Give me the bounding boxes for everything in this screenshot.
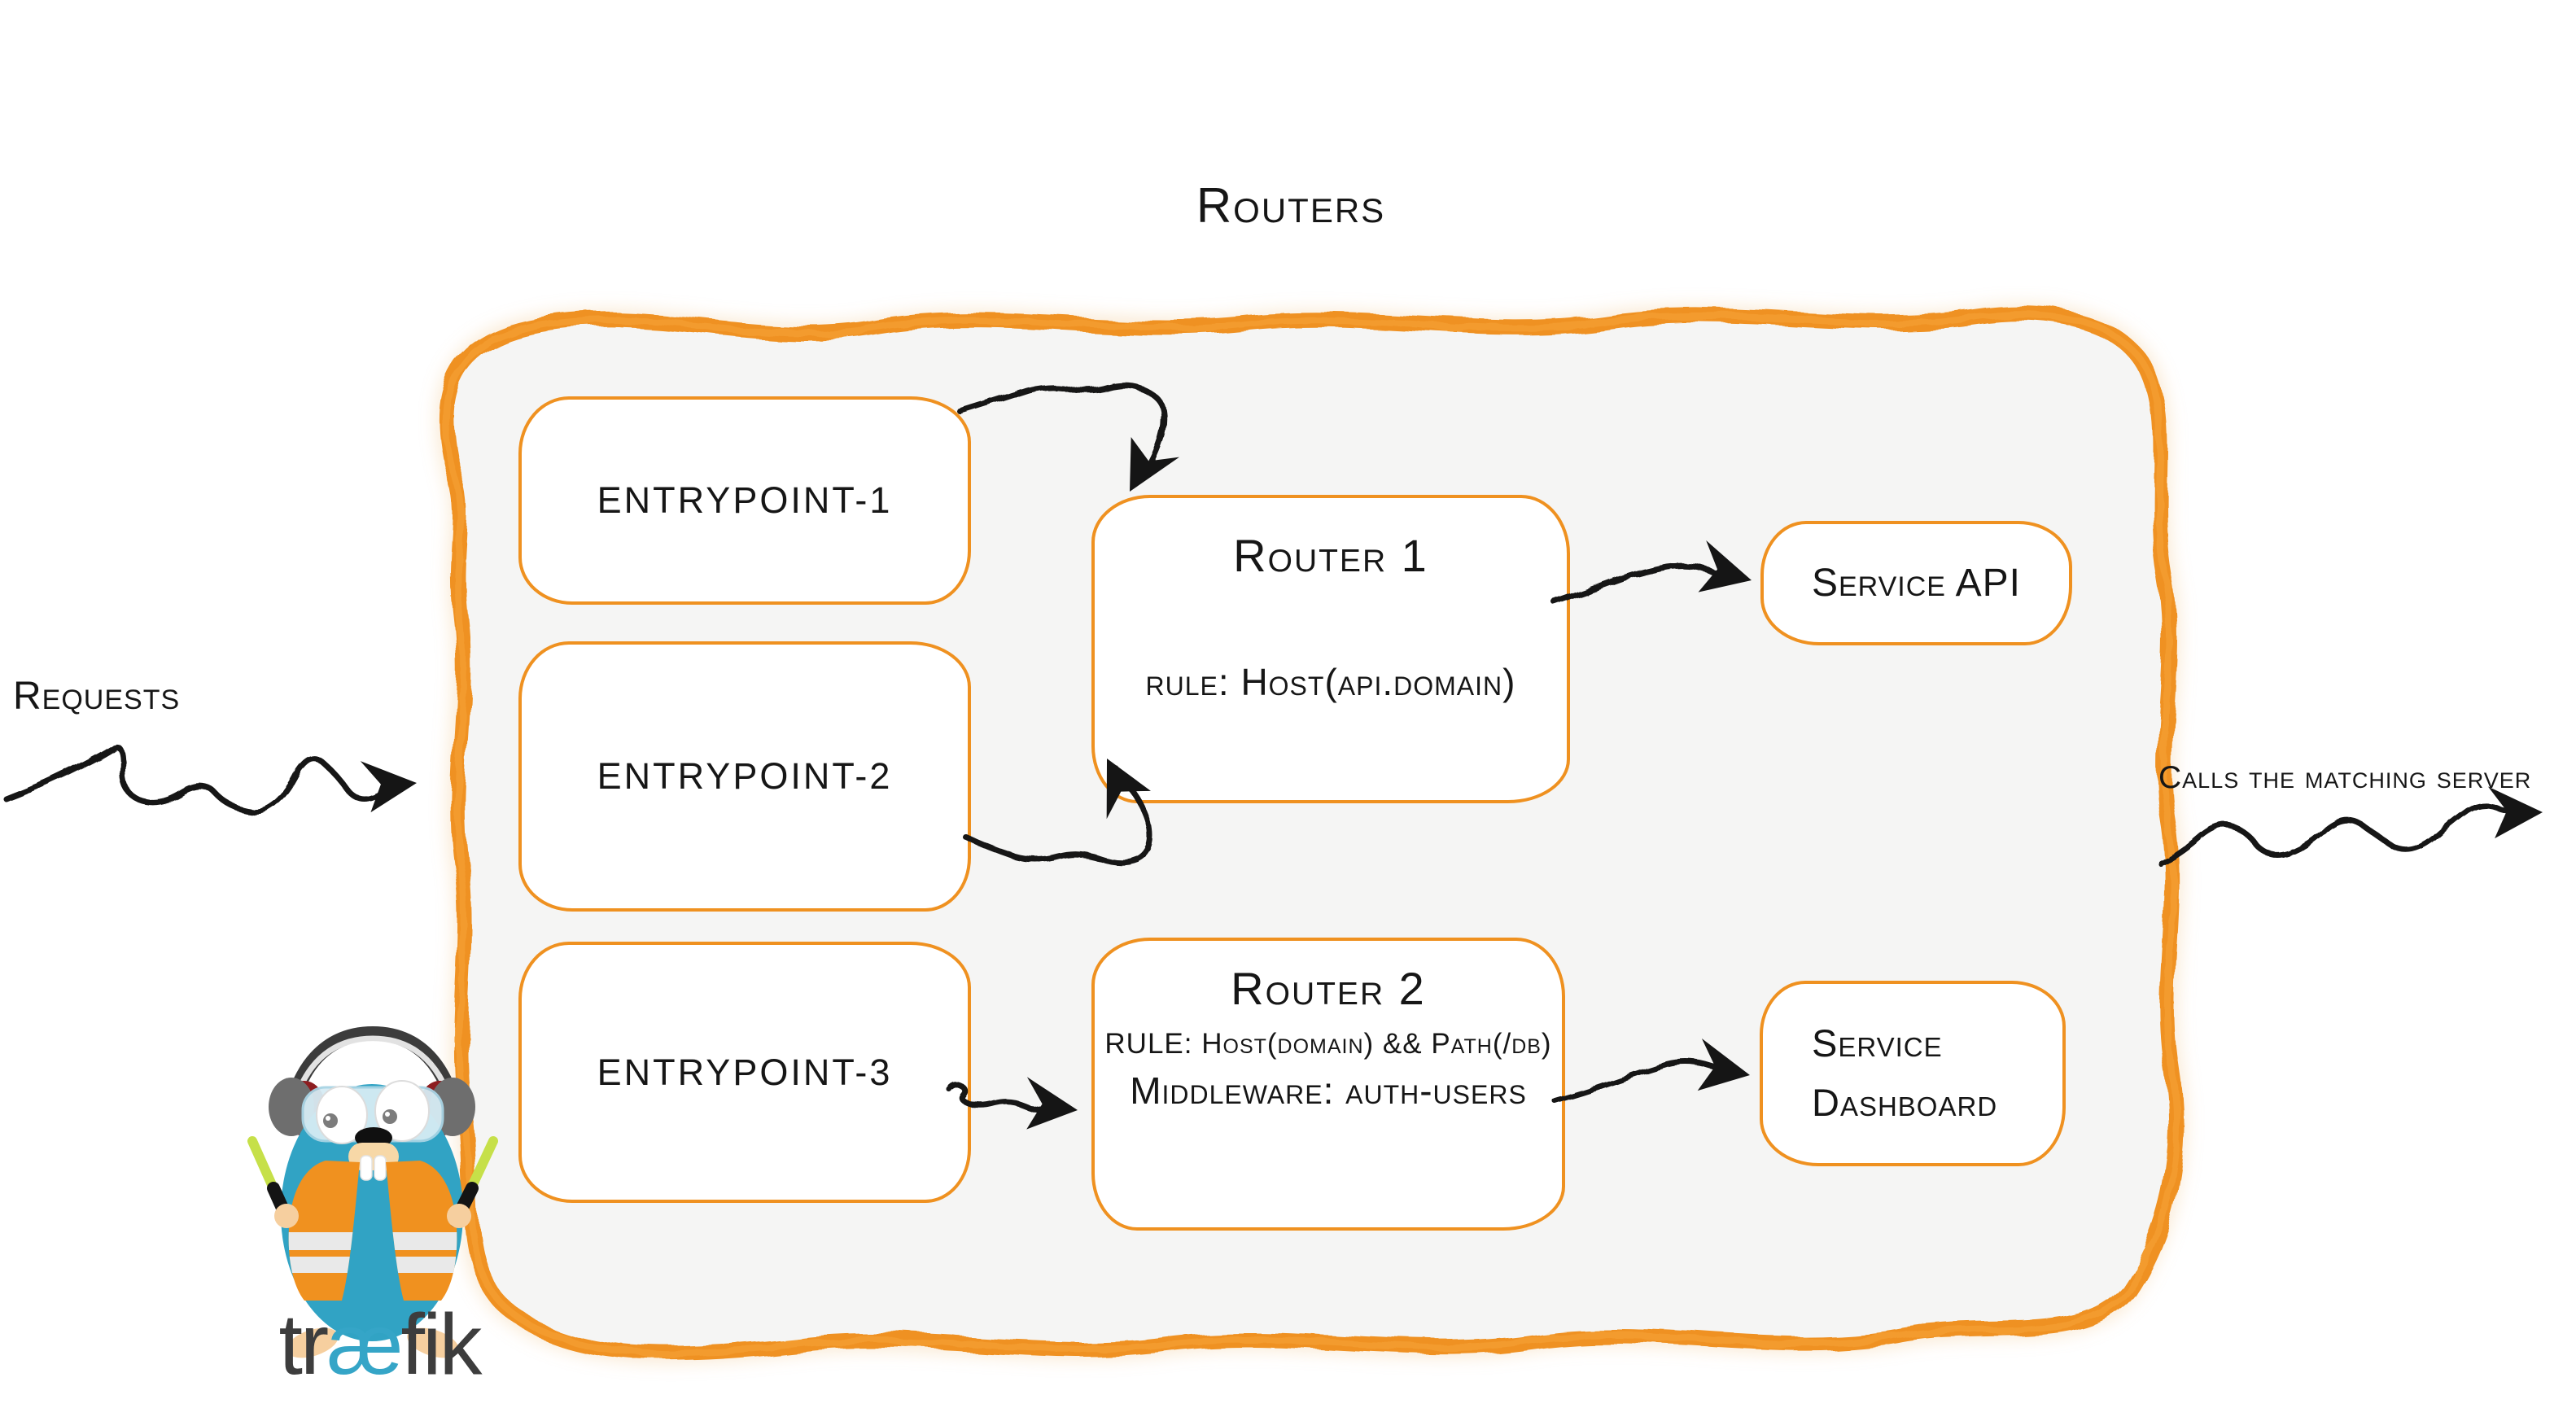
router2-to-service-dashboard-arrow [1551, 1059, 1722, 1104]
page-title: Routers [1196, 178, 1386, 233]
requests-label: Requests [13, 675, 181, 718]
arrowheads [360, 436, 2543, 1130]
traefik-gopher-mascot [247, 1025, 498, 1358]
entrypoint3-to-router2-arrow [946, 1082, 1065, 1113]
entrypoint-3-box: ENTRYPOINT-3 [518, 942, 971, 1203]
router-1-rule: rule: Host(api.domain) [1145, 661, 1516, 703]
router-1-title: Router 1 [1233, 530, 1428, 581]
router-1-box: Router 1 rule: Host(api.domain) [1091, 495, 1570, 803]
wordmark-tr: tr [278, 1296, 329, 1393]
headphones-band-icon [286, 1025, 460, 1103]
wordmark-ae: æ [326, 1296, 403, 1393]
calls-matching-server-arrow [2158, 802, 2522, 868]
entrypoint2-to-router1-arrow [962, 764, 1154, 866]
marshalling-batons [247, 1136, 498, 1228]
service-dashboard-box: Service Dashboard [1760, 981, 2066, 1166]
calls-the-matching-server-label: Calls the matching server [2158, 760, 2532, 795]
entrypoint-1-label: ENTRYPOINT-1 [597, 479, 893, 521]
requests-arrow [3, 743, 404, 815]
router1-to-service-api-arrow [1551, 562, 1722, 606]
service-api-label: Service API [1811, 562, 2022, 605]
service-dashboard-label: Service Dashboard [1812, 1021, 1998, 1124]
service-api-box: Service API [1760, 521, 2072, 645]
router-2-rule: RULE: Host(domain) && Path(/db) [1104, 1028, 1552, 1060]
router-2-box: Router 2 RULE: Host(domain) && Path(/db)… [1091, 938, 1565, 1231]
entrypoint-2-box: ENTRYPOINT-2 [518, 641, 971, 912]
entrypoint-2-label: ENTRYPOINT-2 [597, 755, 893, 797]
entrypoint-3-label: ENTRYPOINT-3 [597, 1051, 893, 1093]
wordmark-fik: fik [400, 1296, 483, 1393]
traefik-wordmark: træfik [233, 1296, 526, 1394]
entrypoint-1-box: ENTRYPOINT-1 [518, 396, 971, 605]
router-2-middleware: Middleware: auth-users [1130, 1069, 1527, 1112]
entrypoint1-to-router1-arrow [957, 383, 1168, 486]
router-2-title: Router 2 [1231, 963, 1426, 1014]
